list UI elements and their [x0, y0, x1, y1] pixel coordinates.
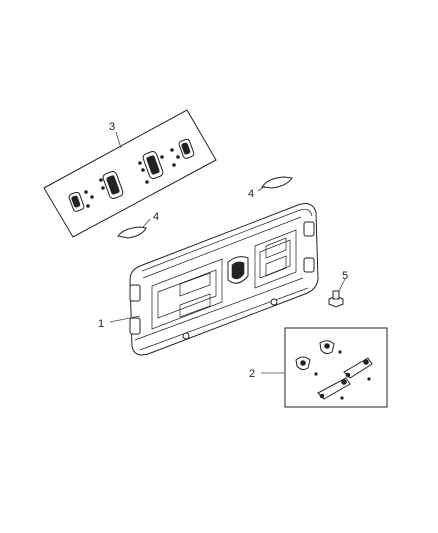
- callout-2: 2: [249, 368, 255, 380]
- hinge-piece-left: [295, 356, 318, 376]
- leader-line-1: [109, 315, 141, 323]
- bolt: 5: [328, 270, 348, 308]
- bracket-right: [178, 138, 195, 159]
- bracket-center-left: [102, 171, 124, 199]
- bracket-center-right: [142, 151, 164, 179]
- bracket-left: [68, 191, 85, 212]
- callout-5: 5: [342, 270, 348, 282]
- rib-frame-left: [151, 258, 223, 330]
- hinge-piece-right: [343, 357, 373, 381]
- leader-line-3: [115, 131, 122, 149]
- bracket-screws: [84, 148, 180, 208]
- tailgate-panel: 1: [98, 203, 319, 356]
- callout-4a: 4: [248, 188, 254, 200]
- callout-3: 3: [109, 121, 115, 133]
- callout-4b: 4: [153, 211, 159, 223]
- hinge-hardware-group: 2: [249, 327, 388, 408]
- bolt-shank: [332, 290, 340, 300]
- pad-upper: 4: [248, 176, 293, 200]
- leader-line-4b: [142, 218, 151, 228]
- rib-frame-right: [254, 229, 297, 289]
- leader-line-4a: [257, 185, 266, 192]
- callout-1: 1: [98, 318, 104, 330]
- pad-upper-shape: [261, 176, 293, 189]
- right-end-cap-lower: [303, 257, 315, 273]
- bracket-kit-group: 3: [43, 109, 217, 238]
- bottom-tab-left: [182, 332, 190, 340]
- panel-outline: [129, 203, 319, 356]
- ram-logo-emblem: [227, 256, 249, 284]
- hinge-piece-bottom: [317, 377, 351, 400]
- pad-lower: 4: [117, 211, 159, 239]
- leader-line-5: [338, 278, 346, 292]
- right-end-cap-upper: [303, 221, 315, 237]
- bracket-kit-box: [43, 109, 217, 238]
- hinge-piece-top: [319, 340, 342, 355]
- pad-lower-shape: [117, 226, 147, 239]
- left-end-cap-upper: [129, 284, 141, 302]
- left-end-cap-lower: [129, 317, 141, 335]
- bottom-tab-right: [270, 298, 278, 306]
